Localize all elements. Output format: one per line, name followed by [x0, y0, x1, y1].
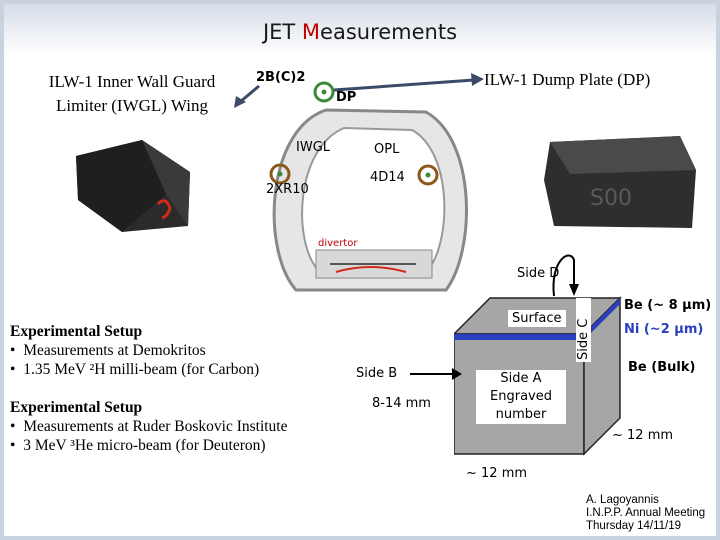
credit-date: Thursday 14/11/19 — [586, 520, 682, 532]
side-a-label: Side A Engraved number — [476, 370, 566, 424]
slide: JET Measurements ILW-1 Inner Wall Guard … — [4, 4, 716, 536]
side-a-line1: Side A — [500, 371, 542, 386]
credit-block: A. Lagoyannis I.N.P.P. Annual Meeting Th… — [586, 494, 705, 533]
engraved-number-icon: S00 — [590, 186, 632, 211]
credit-author: A. Lagoyannis — [586, 494, 659, 506]
iwgl-label-line2: Limiter (IWGL) Wing — [56, 96, 208, 115]
depth-label: 8-14 mm — [372, 396, 431, 411]
title-highlight: M — [301, 20, 321, 44]
setup-heading: Experimental Setup — [10, 323, 143, 340]
side-d-label: Side D — [517, 266, 560, 281]
side-c-label: Side C — [576, 298, 591, 362]
2xr10-circle-icon — [269, 163, 291, 185]
iwgl-label: ILW-1 Inner Wall Guard Limiter (IWGL) Wi… — [32, 70, 232, 118]
tag-iwgl: IWGL — [296, 140, 331, 155]
iwgl-sample-photo — [76, 140, 190, 232]
arrow-left-line — [239, 84, 260, 104]
setup-bullet: • Measurements at Demokritos — [10, 342, 206, 359]
credit-meeting: I.N.P.P. Annual Meeting — [586, 507, 706, 519]
setup-bullet: • 3 MeV ³He micro-beam (for Deuteron) — [10, 437, 266, 454]
setup-bullet: • Measurements at Ruder Boskovic Institu… — [10, 418, 288, 435]
dp-label: ILW-1 Dump Plate (DP) — [484, 70, 651, 89]
slide-title: JET Measurements — [4, 20, 716, 44]
setup-heading: Experimental Setup — [10, 399, 143, 416]
4d14-circle-icon — [417, 164, 439, 186]
dp-sample-photo: S00 — [544, 136, 696, 228]
arrow-right-head — [471, 73, 484, 86]
red-marking-icon — [156, 199, 172, 220]
vessel-cross-section — [272, 108, 468, 292]
tag-2b: 2B(C)2 — [256, 70, 306, 85]
side-b-arrow — [410, 368, 462, 380]
title-rest: easurements — [320, 20, 458, 44]
setup-demokritos: Experimental Setup • Measurements at Dem… — [10, 322, 350, 379]
side-a-line2: Engraved — [490, 389, 552, 404]
tag-2xr10: 2XR10 — [266, 182, 309, 197]
tag-4d14: 4D14 — [370, 170, 405, 185]
title-bar — [4, 4, 716, 56]
tag-opl: OPL — [374, 142, 400, 157]
blue-layer-right — [584, 298, 620, 340]
arrow-right-line — [333, 78, 475, 92]
divertor-marker — [335, 266, 407, 273]
side-a-line3: number — [495, 407, 547, 422]
arrow-left-head — [234, 96, 246, 108]
be-top-label: Be (~ 8 μm) — [624, 298, 712, 313]
surface-label: Surface — [508, 310, 566, 327]
dp-circle-icon — [313, 81, 335, 103]
iwgl-label-line1: ILW-1 Inner Wall Guard — [48, 72, 216, 91]
setup-bullet: • 1.35 MeV ²H milli-beam (for Carbon) — [10, 361, 260, 378]
be-bulk-label: Be (Bulk) — [628, 360, 696, 375]
title-prefix: JET — [262, 20, 302, 44]
tag-dp: DP — [336, 90, 357, 105]
ni-top-label: Ni (~2 μm) — [624, 322, 704, 337]
setup-rbi: Experimental Setup • Measurements at Rud… — [10, 398, 350, 455]
width-right-label: ~ 12 mm — [612, 428, 674, 443]
blue-layer-front — [454, 334, 584, 340]
side-d-arrow — [552, 254, 579, 297]
side-b-label: Side B — [356, 366, 398, 381]
width-bottom-label: ~ 12 mm — [466, 466, 528, 481]
divertor-label: divertor — [318, 238, 358, 249]
annotation-overlay — [234, 73, 484, 186]
